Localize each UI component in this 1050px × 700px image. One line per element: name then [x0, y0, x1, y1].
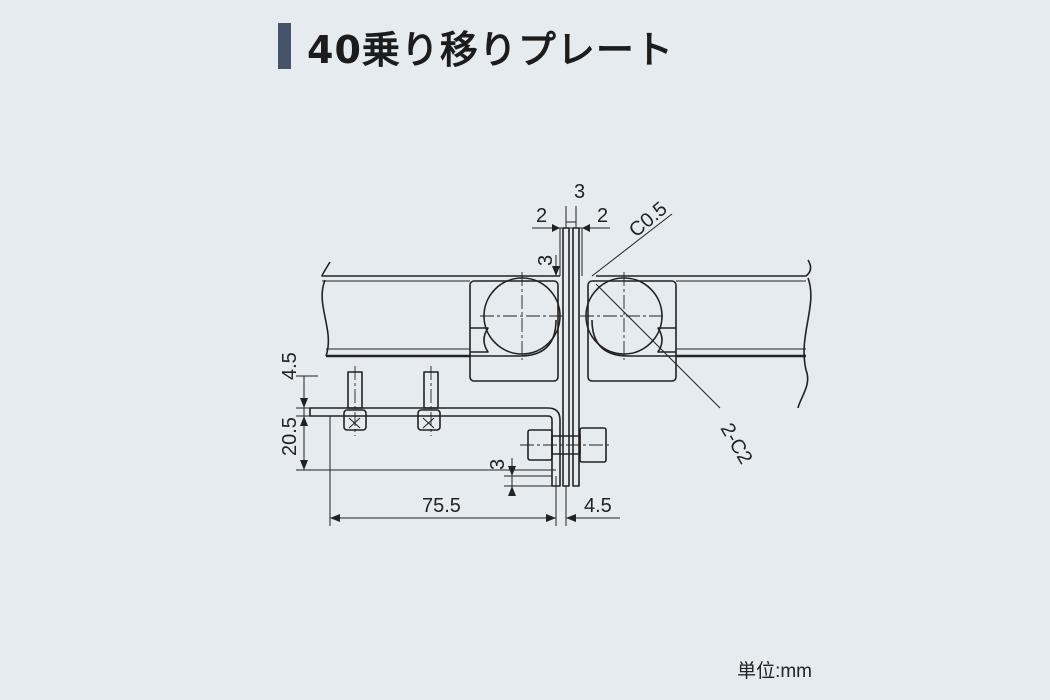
right-housing [587, 280, 677, 382]
unit-label: 単位:mm [737, 661, 812, 682]
title-accent-bar [278, 23, 291, 69]
dim-right-2: 2 [597, 205, 608, 227]
nut-hatch [348, 417, 435, 429]
dim-vertical-3-top: 3 [535, 255, 557, 266]
transfer-plate-right [572, 227, 580, 487]
left-frame-left-end [321, 279, 330, 357]
dim-top-3: 3 [574, 181, 585, 203]
left-housing-slot [470, 327, 489, 353]
left-housing-curve [470, 319, 557, 357]
dimension-lines [296, 206, 721, 526]
bolt-2-nut [417, 409, 441, 431]
right-housing-slot [657, 327, 676, 353]
dim-left-2: 2 [536, 205, 547, 227]
title-block: 40乗り移りプレート [278, 22, 674, 72]
dim-w-4-5: 4.5 [584, 495, 612, 517]
right-frame-right-end [797, 277, 812, 409]
dim-w-75-5: 75.5 [422, 495, 461, 517]
arrow-heads [300, 224, 590, 522]
dim-h-4-5: 4.5 [279, 352, 301, 380]
l-bracket [309, 407, 561, 487]
dim-h-20-5: 20.5 [279, 417, 301, 456]
left-frame-top-edge [321, 261, 560, 277]
dim-chamfer-c05: C0.5 [625, 198, 672, 242]
center-lines [354, 272, 666, 446]
right-frame-top-edge [596, 259, 812, 277]
dim-vertical-3-bottom: 3 [487, 459, 509, 470]
transfer-plate-left [562, 227, 570, 487]
right-housing-curve [591, 319, 676, 357]
left-housing [469, 280, 559, 382]
dim-chamfer-2c2: 2-C2 [716, 420, 757, 469]
page-title: 40乗り移りプレート [307, 27, 674, 72]
